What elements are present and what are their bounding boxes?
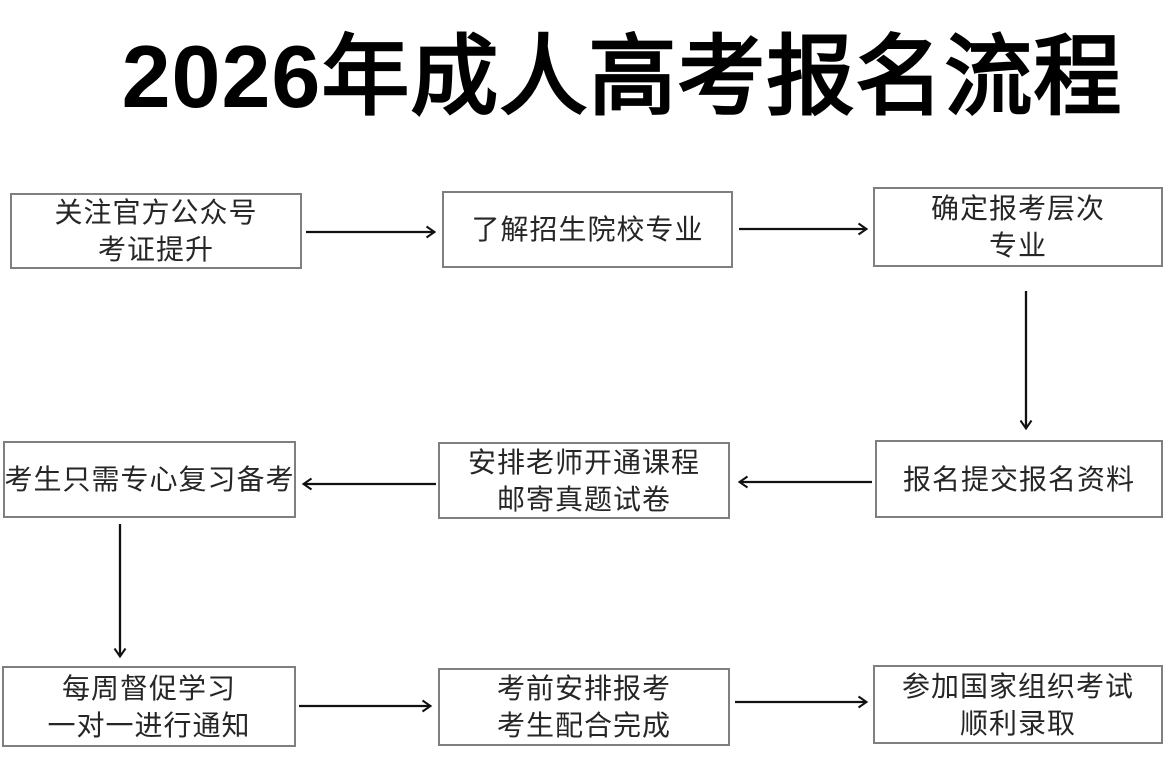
node-line: 了解招生院校专业 bbox=[471, 214, 704, 245]
node-line: 考生配合完成 bbox=[496, 710, 671, 741]
node-line: 安排老师开通课程 bbox=[467, 446, 700, 478]
flow-node-take-national-exam: 参加国家组织考试 顺利录取 bbox=[873, 665, 1163, 744]
node-line: 专业 bbox=[988, 230, 1047, 261]
flow-node-focus-on-review: 考生只需专心复习备考 bbox=[3, 441, 296, 518]
flow-node-follow-official-account: 关注官方公众号 考证提升 bbox=[10, 193, 302, 269]
node-line: 每周督促学习 bbox=[61, 672, 236, 704]
flow-node-teacher-opens-course: 安排老师开通课程 邮寄真题试卷 bbox=[438, 442, 730, 519]
node-line: 考生只需专心复习备考 bbox=[4, 464, 295, 495]
node-line: 顺利录取 bbox=[959, 707, 1076, 739]
page-title: 2026年成人高考报名流程 bbox=[121, 27, 1123, 126]
flow-node-pre-exam-arrangement: 考前安排报考 考生配合完成 bbox=[438, 668, 730, 746]
node-line: 一对一进行通知 bbox=[47, 709, 251, 741]
node-line: 报名提交报名资料 bbox=[902, 463, 1135, 495]
node-line: 邮寄真题试卷 bbox=[496, 483, 671, 515]
node-line: 考证提升 bbox=[97, 234, 214, 265]
flow-node-weekly-supervision: 每周督促学习 一对一进行通知 bbox=[2, 666, 296, 747]
node-line: 关注官方公众号 bbox=[54, 197, 258, 228]
node-line: 参加国家组织考试 bbox=[901, 670, 1134, 702]
flow-node-learn-colleges-majors: 了解招生院校专业 bbox=[442, 191, 733, 268]
node-line: 确定报考层次 bbox=[930, 193, 1105, 224]
flow-node-confirm-level-major: 确定报考层次 专业 bbox=[873, 187, 1163, 267]
node-line: 考前安排报考 bbox=[496, 673, 671, 704]
flow-node-submit-registration: 报名提交报名资料 bbox=[875, 440, 1163, 518]
